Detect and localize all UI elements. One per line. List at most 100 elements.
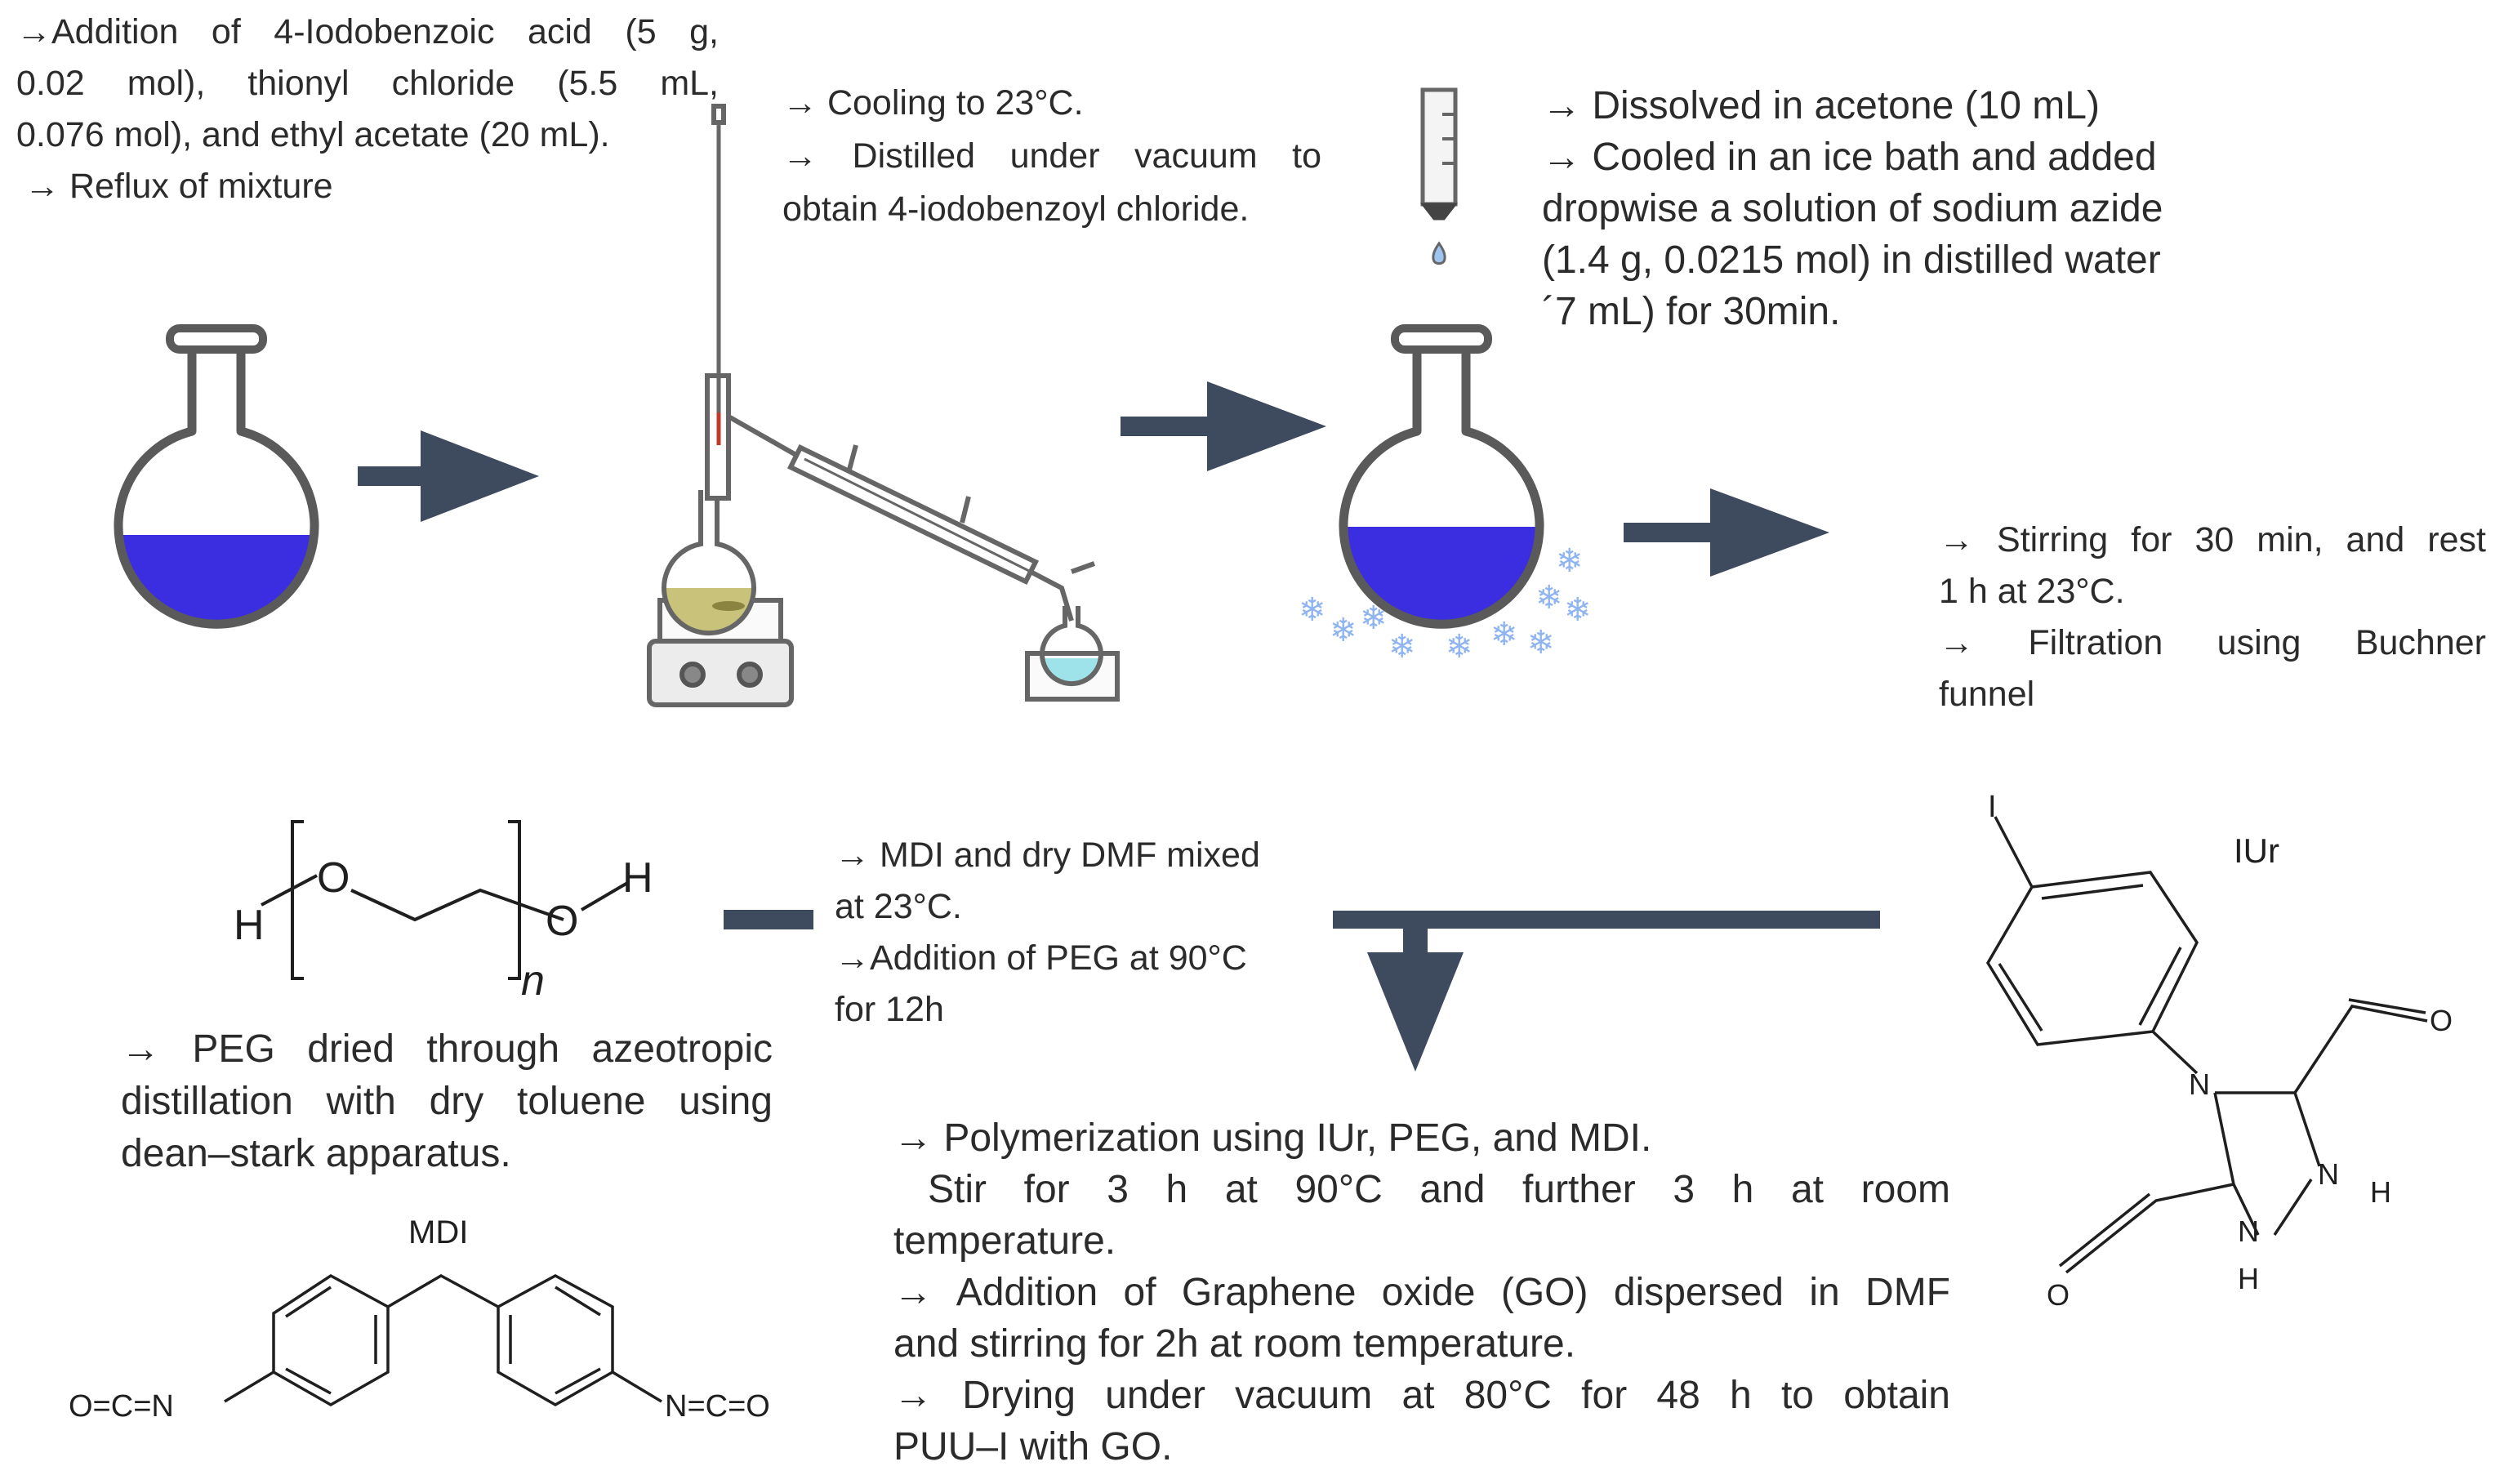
arrow3-shaft xyxy=(1624,523,1713,542)
iur-o2: O xyxy=(2047,1278,2070,1312)
polymer-line-3: temperature. xyxy=(893,1219,1116,1263)
iur-h2: H xyxy=(2370,1175,2391,1209)
step3-text: → Dissolved in acetone (10 mL) → Cooled … xyxy=(1542,80,2244,337)
mdi-n-left-bond xyxy=(224,1370,274,1403)
step3-line-5: ´7 mL) for 30min. xyxy=(1542,290,1841,333)
peg-o-1: O xyxy=(317,854,350,902)
iur-structure: IUr I N N H N H O O xyxy=(1985,790,2453,1312)
condenser-outer xyxy=(786,444,1040,585)
iur-h3: H xyxy=(2238,1262,2259,1295)
ice-7: ❄ xyxy=(1527,624,1555,662)
mdi-isocyanate-left: O=C=N xyxy=(69,1389,174,1424)
step3-line-3: dropwise a solution of sodium azide xyxy=(1542,187,2163,230)
mdi-ring-left xyxy=(272,1273,390,1407)
iur-n2: N xyxy=(2318,1157,2339,1191)
process-arrow-1 xyxy=(358,430,539,522)
flask2-rim xyxy=(1391,324,1492,354)
mdi-note-line-3: →Addition of PEG at 90°C xyxy=(835,938,1247,978)
arrow1-head xyxy=(421,430,539,522)
mdi-note-line-4: for 12h xyxy=(835,990,944,1029)
adapter xyxy=(1029,569,1074,622)
arrow2-shaft xyxy=(1121,417,1210,436)
peg-note-line-3: dean–stark apparatus. xyxy=(121,1132,511,1175)
condenser-outlet xyxy=(960,496,971,524)
ice-2: ❄ xyxy=(1330,612,1357,649)
arrow2-head xyxy=(1207,381,1326,471)
combine-head xyxy=(1367,952,1464,1072)
combine-bar xyxy=(1333,911,1880,929)
iur-cho-bottom xyxy=(2058,1183,2234,1274)
peg-bonds xyxy=(261,874,630,922)
iur-cho-top xyxy=(2293,998,2428,1094)
ice-6: ❄ xyxy=(1490,616,1518,653)
mdi-ring-left-inner xyxy=(285,1286,377,1395)
flask-in-ice-bath-icon: ❄ ❄ ❄ ❄ ❄ ❄ ❄ ❄ ❄ ❄ xyxy=(1299,324,1592,666)
step4-line-4: funnel xyxy=(1939,675,2035,714)
flask1-rim xyxy=(166,324,267,354)
step3-line-1: → Dissolved in acetone (10 mL) xyxy=(1542,84,2100,127)
mdi-ring-right xyxy=(497,1274,614,1407)
peg-h-left: H xyxy=(234,902,265,949)
iur-o1: O xyxy=(2430,1004,2453,1037)
iur-title: IUr xyxy=(2234,831,2279,870)
mdi-isocyanate-right: N=C=O xyxy=(665,1389,770,1424)
arrow3-head xyxy=(1710,488,1829,577)
ice-8: ❄ xyxy=(1535,579,1563,617)
hotplate-knob-right xyxy=(737,662,763,688)
peg-note-line-1: → PEG dried through azeotropic xyxy=(121,1027,773,1071)
step1-line-3: 0.076 mol), and ethyl acetate (20 mL). xyxy=(16,115,610,154)
iur-c-i-bond xyxy=(1994,816,2034,888)
flask1-glass xyxy=(114,350,319,629)
iur-benzene-inner xyxy=(1998,884,2182,1032)
dropper-icon xyxy=(1419,87,1459,265)
polymer-line-1: → Polymerization using IUr, PEG, and MDI… xyxy=(893,1116,1652,1160)
mdi-structure: MDI O=C=N N=C=O xyxy=(69,1214,770,1424)
boiling-flask-glass xyxy=(662,490,756,635)
peg-o-2: O xyxy=(546,898,578,945)
droplet xyxy=(1432,241,1446,265)
step4-line-1: → Stirring for 30 min, and rest xyxy=(1939,520,2486,559)
polymer-line-6: → Drying under vacuum at 80°C for 48 h t… xyxy=(893,1374,1950,1417)
side-arm xyxy=(727,414,802,460)
peg-bracket-right xyxy=(508,820,521,980)
dropper-barrel xyxy=(1420,87,1458,207)
hotplate-knob-left xyxy=(679,662,706,688)
step2-line-2: → Distilled under vacuum to xyxy=(782,136,1321,176)
iur-benzene-ring xyxy=(1985,871,2199,1046)
ice-9: ❄ xyxy=(1556,542,1584,580)
mdi-note-line-1: → MDI and dry DMF mixed xyxy=(835,836,1260,875)
step1-text: →Addition of 4-Iodobenzoic acid (5 g, 0.… xyxy=(16,7,719,212)
step1-line-1: →Addition of 4-Iodobenzoic acid (5 g, xyxy=(16,12,719,51)
vacuum-port xyxy=(1070,561,1096,574)
step2-text: → Cooling to 23°C. → Distilled under vac… xyxy=(782,77,1321,236)
step2-line-3: obtain 4-iodobenzoyl chloride. xyxy=(782,189,1250,229)
mdi-ring-right-inner xyxy=(509,1286,601,1395)
iur-triazolidine xyxy=(2213,1091,2321,1236)
process-arrow-2 xyxy=(1121,381,1326,471)
iur-iodo: I xyxy=(1988,790,1997,824)
peg-bracket-left xyxy=(291,820,304,980)
step4-line-3: → Filtration using Buchner xyxy=(1939,623,2486,662)
step1-line-4: → Reflux of mixture xyxy=(25,167,333,206)
ice-crystals: ❄ ❄ ❄ ❄ ❄ ❄ ❄ ❄ ❄ ❄ xyxy=(1299,542,1592,666)
combine-stem xyxy=(1403,929,1428,955)
dropper-tip xyxy=(1419,203,1459,221)
mdi-ch2-bridge xyxy=(387,1273,499,1308)
ice-4: ❄ xyxy=(1388,628,1416,666)
iur-ring-to-n xyxy=(2151,1030,2199,1075)
peg-h-right: H xyxy=(622,854,653,902)
step3-line-2: → Cooled in an ice bath and added xyxy=(1542,136,2157,179)
step3-line-4: (1.4 g, 0.0215 mol) in distilled water xyxy=(1542,238,2161,282)
mdi-note-text: → MDI and dry DMF mixed at 23°C. →Additi… xyxy=(835,830,1325,1036)
mdi-title: MDI xyxy=(408,1214,468,1250)
polymer-line-4: → Addition of Graphene oxide (GO) disper… xyxy=(893,1271,1950,1314)
iur-n1: N xyxy=(2189,1067,2210,1101)
polymerization-text: → Polymerization using IUr, PEG, and MDI… xyxy=(893,1112,1950,1473)
hotplate-base xyxy=(647,639,794,707)
mdi-n-right-bond xyxy=(612,1370,662,1403)
distillation-apparatus-icon xyxy=(647,104,1120,707)
ice-3: ❄ xyxy=(1360,599,1388,637)
peg-note-line-2: distillation with dry toluene using xyxy=(121,1080,773,1123)
ice-1: ❄ xyxy=(1299,591,1326,629)
